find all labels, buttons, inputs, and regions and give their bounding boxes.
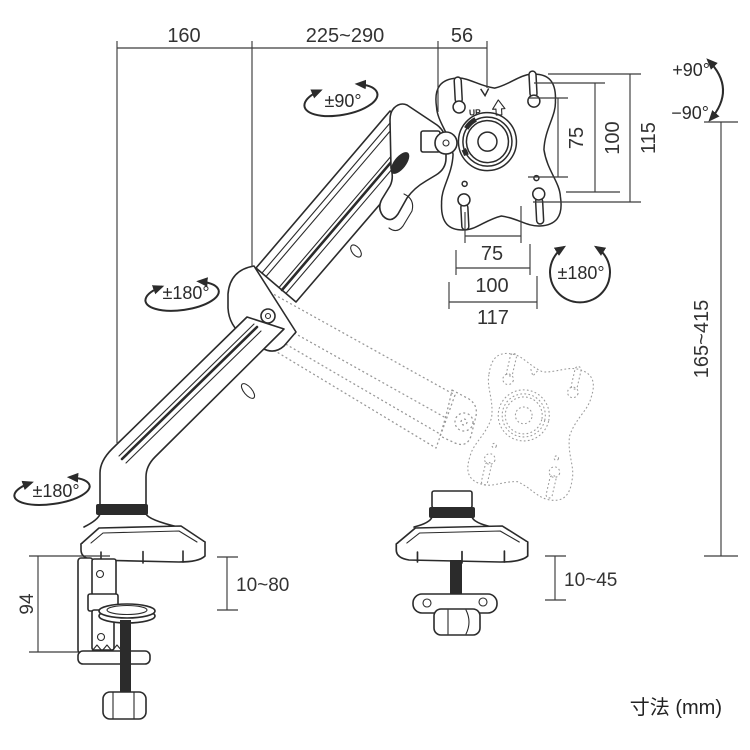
tilt-label-up: +90° [672, 60, 710, 80]
dim-label-10-80: 10~80 [236, 575, 289, 596]
tilt-arc-arrow [706, 58, 724, 122]
rotation-arrow-ellipse-base [13, 472, 91, 506]
base-collar-ring [96, 504, 148, 515]
tilt-pivot [434, 131, 458, 155]
dim-label-vesa-v-75: 75 [566, 127, 588, 149]
grommet-base [395, 490, 529, 636]
rotation-arrow-ellipse-head-swivel [303, 79, 379, 118]
dim-label-vesa-v-100: 100 [602, 121, 624, 154]
rotation-label-head-swivel: ±90° [324, 91, 361, 111]
dim-vesa-horizontal: 75 100 117 [448, 206, 538, 329]
dim-label-vesa-h-75: 75 [481, 243, 503, 265]
grommet-screw-rod [450, 560, 462, 602]
dim-label-117: 117 [477, 307, 509, 329]
rotation-label-base: ±180° [32, 481, 79, 501]
tilt-label-down: −90° [671, 103, 709, 123]
dim-label-225-290: 225~290 [306, 25, 384, 47]
dim-vesa-vertical: 75 100 115 [528, 73, 660, 203]
dim-label-vesa-h-100: 100 [475, 275, 508, 297]
vesa-plate: UP [433, 69, 563, 232]
unit-note: 寸法 (mm) [630, 696, 722, 719]
dim-height-range: 165~415 [691, 121, 738, 557]
dim-clamp-thickness: 10~80 [217, 556, 289, 611]
grommet-knob [433, 608, 481, 636]
grommet-column-stub [431, 490, 473, 509]
lower-arm [99, 316, 285, 507]
dim-label-165-415: 165~415 [691, 300, 713, 378]
clamp-lower-jaw [77, 650, 151, 665]
dim-label-94: 94 [17, 593, 38, 615]
dim-label-10-45: 10~45 [564, 570, 617, 591]
dim-grommet-thickness: 10~45 [545, 555, 617, 601]
rotation-label-elbow: ±180° [162, 283, 209, 303]
dim-label-115: 115 [638, 122, 660, 154]
dim-label-160: 160 [167, 25, 200, 47]
dim-top-chain: 160 225~290 56 [116, 25, 488, 443]
clamp-screw-rod [120, 620, 131, 694]
rotation-label-vesa: ±180° [557, 263, 604, 283]
rotation-annotations: ±90° ±180° ±180° ±180° +90° −90° [13, 58, 724, 506]
clamp-base [77, 504, 206, 720]
vesa-up-label: UP [469, 107, 482, 118]
clamp-knob [102, 691, 147, 720]
dimension-lines: 160 225~290 56 75 100 115 75 100 117 165… [17, 25, 738, 653]
elbow-pivot [260, 308, 276, 324]
ghost-arm-lowered-position [251, 289, 599, 505]
desk-clamp [77, 557, 156, 720]
up-arrow-icon [492, 99, 506, 116]
rotation-arrow-ellipse-elbow [144, 277, 220, 312]
dim-label-56: 56 [451, 25, 473, 47]
grommet-collar-ring [429, 507, 475, 518]
rotation-arrow-circle-vesa [549, 245, 611, 304]
dim-clamp-drop: 94 [17, 555, 110, 653]
ghost-vesa-plate [463, 346, 599, 505]
arm-assembly [99, 103, 458, 507]
